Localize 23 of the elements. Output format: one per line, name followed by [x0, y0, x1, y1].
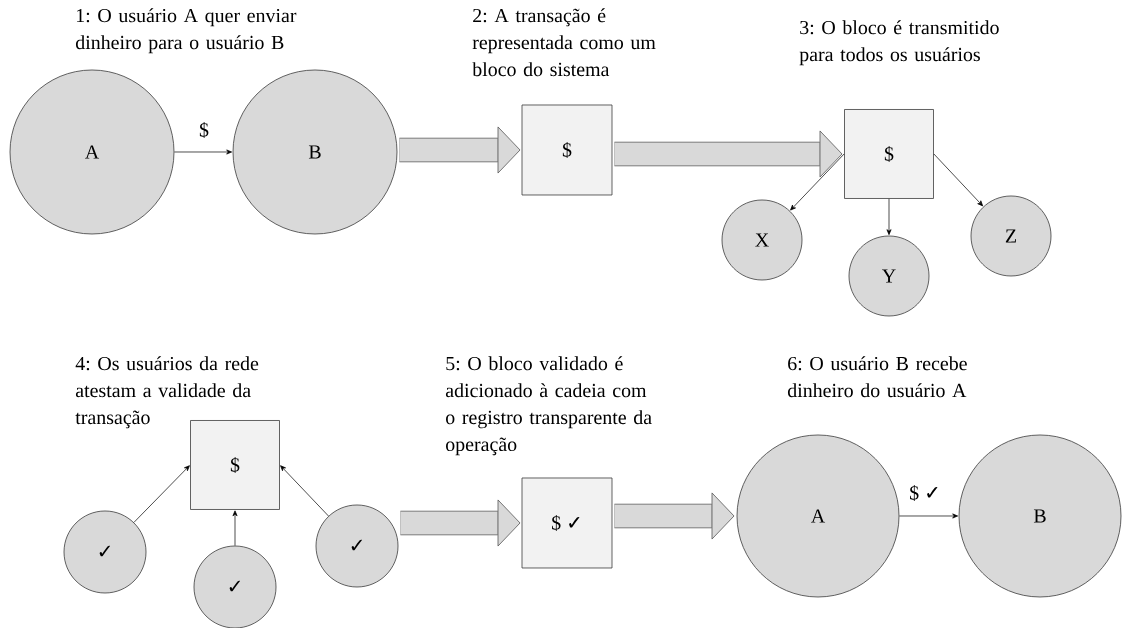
block-arrow: [399, 126, 521, 174]
arrow: [899, 513, 959, 519]
step-caption: 3: O bloco é transmitido para todos os usuários: [799, 20, 999, 66]
block-arrow: [614, 130, 843, 178]
arrow: [280, 465, 329, 517]
step-caption: 1: O usuário A quer enviar dinheiro para o usuário B: [75, 8, 297, 54]
edge-label: $ ✓: [908, 483, 942, 503]
arrow: [790, 153, 845, 211]
arrow: [933, 153, 984, 207]
step-caption: 6: O usuário B recebe dinheiro do usuário A: [787, 356, 967, 398]
arrow: [232, 510, 238, 546]
block-arrow: [400, 499, 521, 547]
edge-label: $: [197, 120, 211, 140]
block-box: $: [844, 109, 934, 199]
block-arrow: [614, 492, 735, 540]
step-caption: 2: A transação é representada como um bloco do sistema: [472, 8, 656, 77]
arrow: [133, 465, 190, 523]
step-caption: 5: O bloco validado é adicionado à cadeia com o registro transparente da operação: [445, 356, 652, 456]
arrow: [174, 149, 233, 155]
block-box: $: [190, 420, 280, 510]
block-box: $: [521, 104, 613, 196]
block-box: $ ✓: [521, 477, 613, 569]
arrow: [886, 198, 892, 235]
